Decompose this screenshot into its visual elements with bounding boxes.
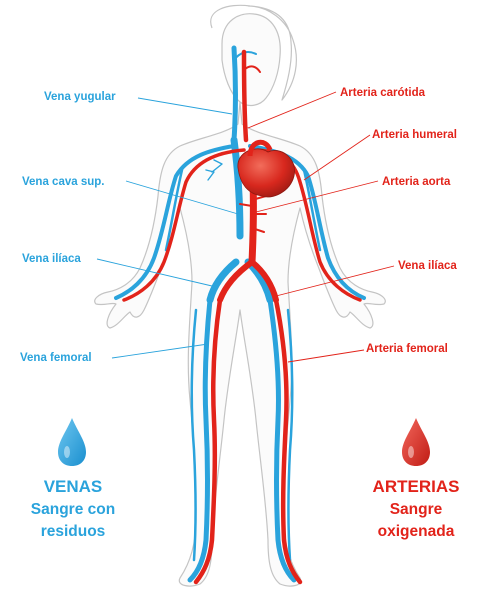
label-arteria-carotida: Arteria carótida xyxy=(340,87,426,99)
legend-venas-title: VENAS xyxy=(44,477,103,496)
legend-venas-line2: residuos xyxy=(41,523,106,540)
pointer-arteria-humeral xyxy=(304,135,370,180)
label-vena-iliaca-left: Vena ilíaca xyxy=(22,253,81,265)
label-vena-femoral: Vena femoral xyxy=(20,352,92,364)
legend-arterias-line2: oxigenada xyxy=(378,523,455,540)
blue-drop-icon xyxy=(58,418,86,466)
legend-arterias-title: ARTERIAS xyxy=(373,477,460,496)
legend-arterias: ARTERIAS Sangre oxigenada xyxy=(373,418,460,540)
label-arteria-humeral: Arteria humeral xyxy=(372,129,457,141)
label-vena-yugular: Vena yugular xyxy=(44,91,116,103)
label-arteria-femoral: Arteria femoral xyxy=(366,343,448,355)
label-vena-iliaca-right: Vena ilíaca xyxy=(398,260,457,272)
label-arteria-aorta: Arteria aorta xyxy=(382,176,451,188)
pointer-arteria-femoral xyxy=(288,350,364,362)
label-vena-cava-sup: Vena cava sup. xyxy=(22,176,104,188)
carotid-artery xyxy=(244,52,246,140)
legend-venas: VENAS Sangre con residuos xyxy=(31,418,115,540)
red-drop-icon xyxy=(402,418,430,466)
jugular-vein xyxy=(234,48,236,140)
head-outline xyxy=(222,14,280,106)
legend-arterias-line1: Sangre xyxy=(390,501,443,518)
pointer-vena-yugular xyxy=(138,98,232,114)
legend-venas-line1: Sangre con xyxy=(31,501,115,518)
